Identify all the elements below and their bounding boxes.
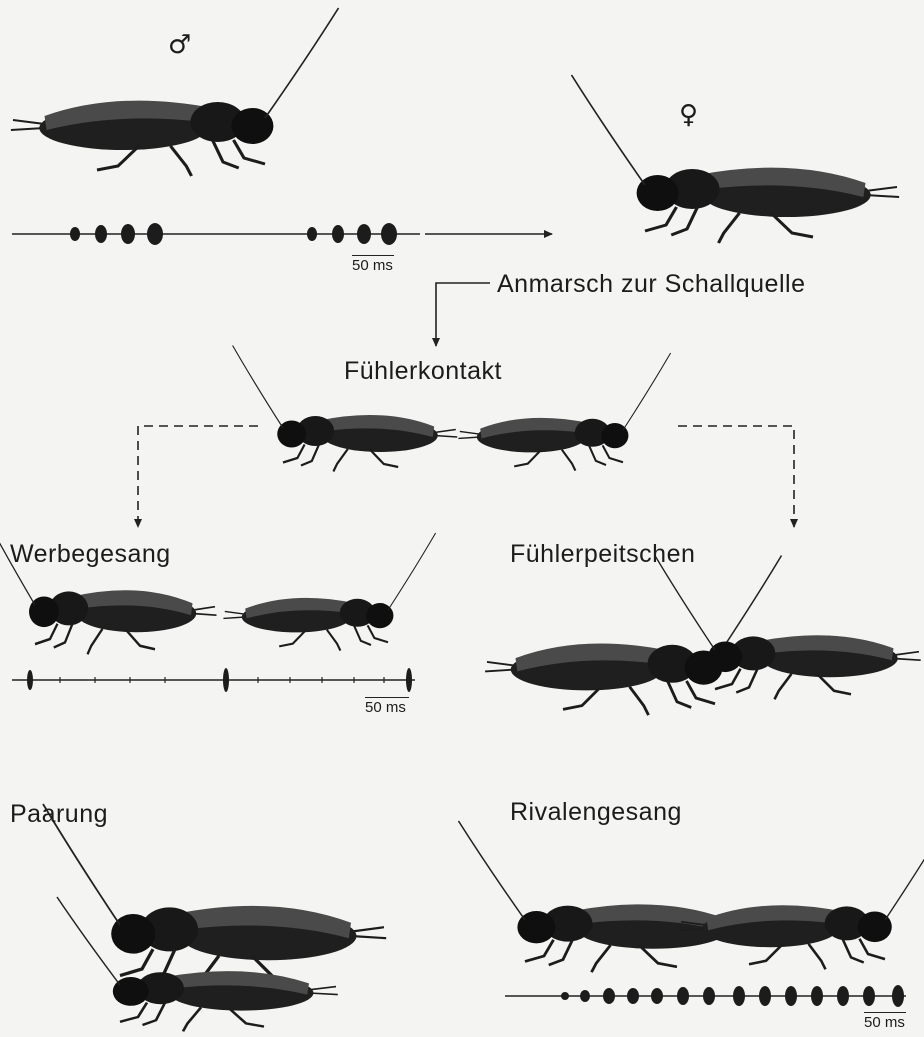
calling-song-scale-bar: 50 ms [352,255,394,274]
scale-bar-line [365,697,409,698]
rival-song-scale-bar: 50 ms [864,1012,906,1031]
courtship-song-image [0,512,436,655]
label-approach: Anmarsch zur Schallquelle [497,270,805,299]
female-cricket-image [572,75,900,243]
scale-bar-line [864,1012,906,1013]
male-symbol: ♂ [168,30,191,60]
branch-courtship-arrow [138,426,258,527]
label-antenna-contact: Fühlerkontakt [344,357,502,386]
label-mating: Paarung [10,800,108,829]
scale-bar-label: 50 ms [352,257,393,274]
approach-arrow [436,283,490,346]
female-symbol: ♀ [679,100,698,130]
scale-bar-label: 50 ms [864,1014,905,1031]
mating-image [43,804,386,1031]
branch-aggression-arrow [678,426,794,527]
calling-song-oscillogram [12,223,420,245]
label-rival-song: Rivalengesang [510,798,682,827]
scale-bar-line [352,255,394,256]
courtship-song-oscillogram [12,668,415,692]
antenna-whipping-image [485,556,921,716]
scale-bar-label: 50 ms [365,699,406,716]
label-courtship-song: Werbegesang [10,540,171,569]
rival-song-oscillogram [505,985,906,1007]
rival-song-image [459,821,924,972]
courtship-song-scale-bar: 50 ms [365,697,409,716]
label-antenna-whipping: Fühlerpeitschen [510,540,695,569]
